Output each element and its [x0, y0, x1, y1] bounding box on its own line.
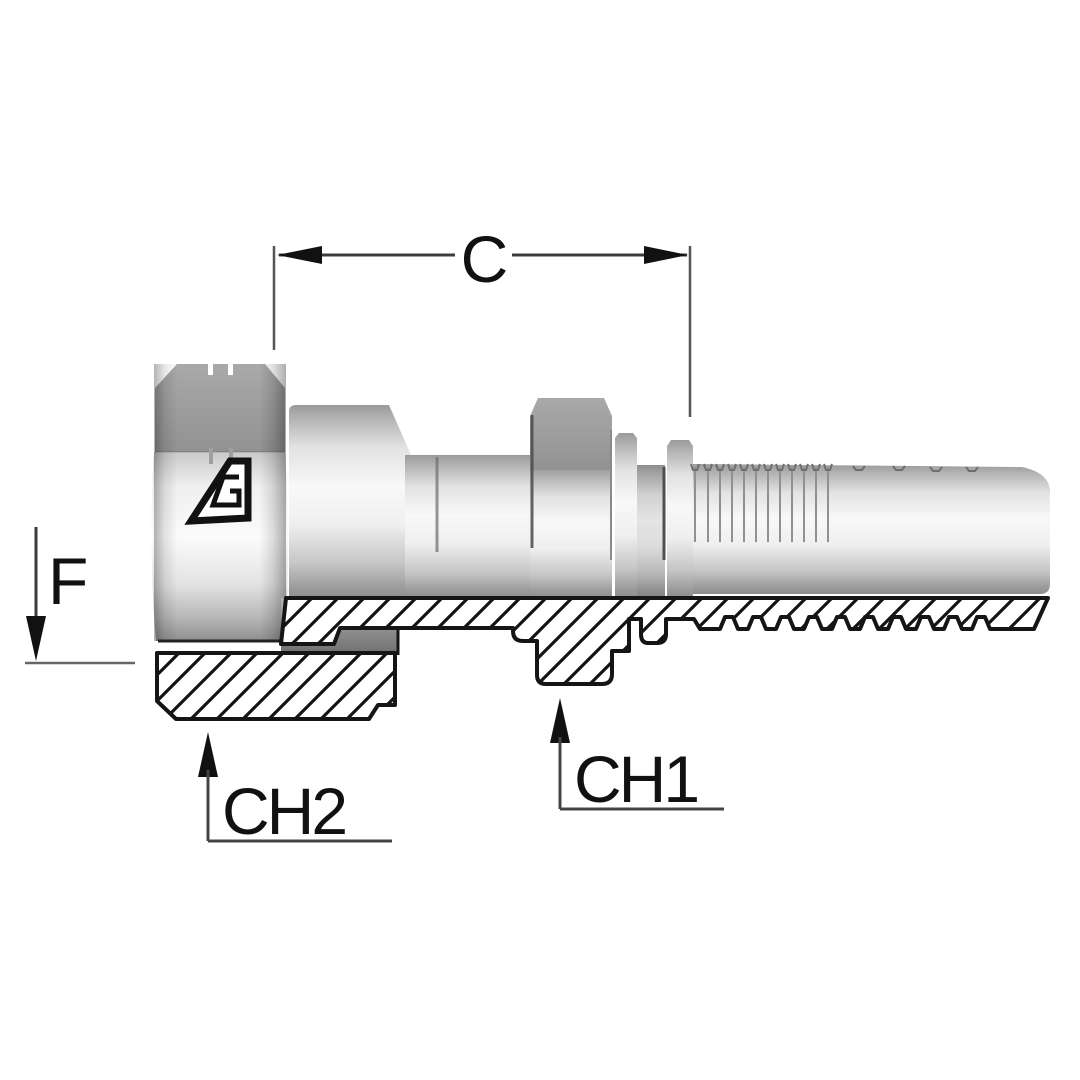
hex-ch1-top-facet: [530, 398, 612, 470]
fitting-body: [151, 362, 1050, 643]
dimension-ch1: CH1: [550, 698, 724, 816]
ch1-arrow-up: [550, 698, 570, 743]
collar-large: [289, 405, 411, 598]
stem-section: [279, 596, 1050, 686]
nut-section: [155, 651, 397, 721]
hose-tail: [690, 463, 1050, 594]
ring-b: [667, 440, 693, 598]
dimension-c: C: [272, 222, 692, 417]
c-arrow-left: [277, 246, 322, 264]
ring-a: [615, 433, 637, 598]
swivel-nut: [151, 362, 297, 643]
dimension-label-ch1: CH1: [574, 742, 697, 816]
ch2-arrow-up: [198, 732, 218, 777]
dimension-label-ch2: CH2: [222, 774, 345, 848]
neck: [405, 455, 535, 598]
dimension-f: F: [25, 527, 135, 665]
f-arrow-down: [26, 616, 46, 661]
dimension-label-f: F: [48, 544, 86, 618]
dimension-ch2: CH2: [198, 732, 392, 848]
half-section: [155, 596, 1050, 721]
c-arrow-right: [644, 246, 688, 264]
groove: [637, 465, 666, 598]
dimension-label-c: C: [461, 222, 507, 296]
hex-ch1: [530, 398, 612, 598]
serration-grooves: [694, 467, 829, 542]
serration-teeth: [690, 463, 979, 472]
brand-logo: [184, 457, 252, 525]
